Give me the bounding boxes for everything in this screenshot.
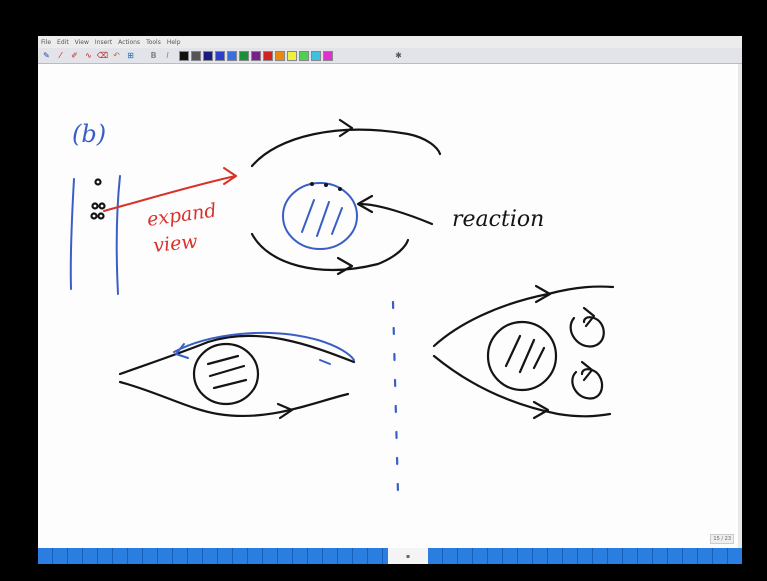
menu-actions[interactable]: Actions xyxy=(115,39,143,46)
color-swatch-7[interactable] xyxy=(263,51,273,61)
streamline-bottom xyxy=(252,234,408,270)
undo-icon[interactable]: ↶ xyxy=(111,50,122,61)
pellet-top-hatch xyxy=(302,200,342,236)
drawing-canvas[interactable]: (b) expand view xyxy=(38,64,742,548)
color-palette xyxy=(177,51,333,61)
vertical-scrollbar[interactable] xyxy=(738,64,742,548)
pellet-bottom-right-diagram xyxy=(434,286,613,418)
pointer-icon[interactable]: ✱ xyxy=(393,50,404,61)
color-swatch-5[interactable] xyxy=(239,51,249,61)
pellet-bottom-left-diagram xyxy=(120,333,354,418)
menu-tools[interactable]: Tools xyxy=(143,39,164,46)
particle-cluster xyxy=(92,180,105,219)
insert-space-icon[interactable]: ⊞ xyxy=(125,50,136,61)
pen-select-icon[interactable]: ✎ xyxy=(41,50,52,61)
color-swatch-4[interactable] xyxy=(227,51,237,61)
menu-insert[interactable]: Insert xyxy=(92,39,115,46)
lasso-icon[interactable]: ∿ xyxy=(83,50,94,61)
label-view: view xyxy=(152,230,198,257)
color-swatch-1[interactable] xyxy=(191,51,201,61)
eddy-top xyxy=(571,317,604,346)
color-swatch-0[interactable] xyxy=(179,51,189,61)
taskbar-center[interactable]: ▪ xyxy=(388,548,428,564)
label-reaction: reaction xyxy=(452,207,544,232)
color-swatch-3[interactable] xyxy=(215,51,225,61)
menu-file[interactable]: File xyxy=(38,39,54,46)
streamline-top-arrow xyxy=(340,120,352,136)
br-streamline-top xyxy=(434,287,613,346)
color-swatch-11[interactable] xyxy=(311,51,321,61)
dashed-divider xyxy=(393,302,398,494)
bl-streamline-bottom xyxy=(120,382,348,416)
taskbar-left[interactable] xyxy=(38,548,388,564)
label-b: (b) xyxy=(72,120,106,148)
page-indicator: 15 / 23 xyxy=(710,534,734,544)
ink-layer: (b) expand view xyxy=(38,64,742,548)
menu-view[interactable]: View xyxy=(72,39,92,46)
bl-pellet-hatch xyxy=(208,356,246,388)
menu-edit[interactable]: Edit xyxy=(54,39,72,46)
whiteboard-app: File Edit View Insert Actions Tools Help… xyxy=(38,36,742,564)
color-swatch-9[interactable] xyxy=(287,51,297,61)
label-expand: expand xyxy=(146,199,218,231)
highlighter-icon[interactable]: ✐ xyxy=(69,50,80,61)
bold-button[interactable]: B xyxy=(148,50,159,61)
streamline-bottom-arrow xyxy=(338,258,352,274)
italic-button[interactable]: I xyxy=(162,50,173,61)
expand-arrowhead xyxy=(224,168,236,184)
streamline-top xyxy=(252,130,440,166)
taskbar: ▪ xyxy=(38,548,742,564)
pellet-top-diagram xyxy=(252,120,440,274)
menu-bar: File Edit View Insert Actions Tools Help xyxy=(38,36,742,48)
toolbar: ✎ ⁄ ✐ ∿ ⌫ ↶ ⊞ B I ✱ xyxy=(38,48,742,64)
color-swatch-8[interactable] xyxy=(275,51,285,61)
pellet-bottom-right xyxy=(488,322,556,390)
eddy-bottom xyxy=(572,369,602,398)
pellet-top xyxy=(283,183,357,249)
channel-left-wall xyxy=(71,179,74,289)
taskbar-right[interactable] xyxy=(428,548,742,564)
reaction-arrow xyxy=(360,204,432,224)
menu-help[interactable]: Help xyxy=(164,39,184,46)
color-swatch-10[interactable] xyxy=(299,51,309,61)
pen-icon[interactable]: ⁄ xyxy=(55,50,66,61)
channel-right-wall xyxy=(117,176,120,294)
br-pellet-hatch xyxy=(506,336,544,372)
pellet-bottom-left xyxy=(194,344,258,404)
color-swatch-6[interactable] xyxy=(251,51,261,61)
color-swatch-2[interactable] xyxy=(203,51,213,61)
eraser-icon[interactable]: ⌫ xyxy=(97,50,108,61)
color-swatch-12[interactable] xyxy=(323,51,333,61)
